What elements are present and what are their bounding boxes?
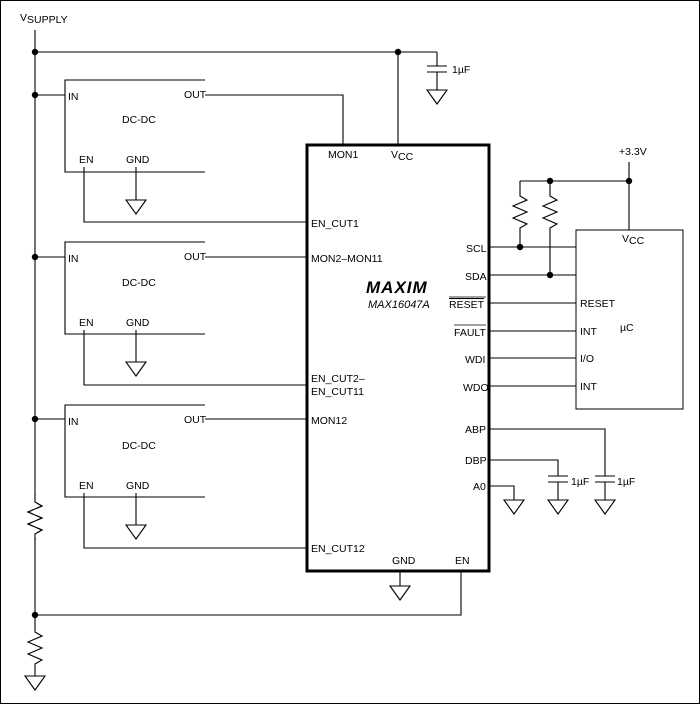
pin-scl: SCL <box>466 243 487 255</box>
wire-en-cut12 <box>83 493 307 549</box>
maxim-logo: MAXIM <box>366 278 428 297</box>
svg-text:IN: IN <box>68 253 79 265</box>
pin-mon12: MON12 <box>311 415 347 427</box>
svg-text:DC-DC: DC-DC <box>122 440 156 452</box>
vsupply-label: VSUPPLY <box>20 12 68 26</box>
pin-abp: ABP <box>465 424 486 436</box>
dcdc-converter-2: IN OUT DC-DC EN GND <box>64 241 207 335</box>
pin-wdo: WDO <box>463 382 489 394</box>
pin-fault: FAULT <box>454 327 486 339</box>
junction-dot <box>31 91 39 99</box>
junction-dot <box>394 48 402 56</box>
junction-dot <box>546 271 554 279</box>
pin-en: EN <box>455 555 470 567</box>
junction-dot <box>31 48 39 56</box>
svg-text:OUT: OUT <box>184 89 207 101</box>
capacitor-abp <box>595 475 615 500</box>
ground-icon <box>546 499 570 515</box>
ground-icon <box>124 361 148 377</box>
svg-text:IN: IN <box>68 91 79 103</box>
pin-mon2-mon11: MON2–MON11 <box>311 253 383 265</box>
resistor-icon <box>541 181 559 275</box>
ground-icon <box>23 675 47 691</box>
wire-en-cut2 <box>83 330 307 386</box>
junction-dot <box>516 243 524 251</box>
junction-dot <box>625 177 633 185</box>
svg-text:OUT: OUT <box>184 414 207 426</box>
microcontroller <box>575 229 684 410</box>
ground-icon <box>388 585 412 601</box>
svg-text:DC-DC: DC-DC <box>122 277 156 289</box>
dcdc-converter-1: IN OUT DC-DC EN GND <box>64 79 207 173</box>
svg-text:GND: GND <box>126 317 150 329</box>
svg-text:GND: GND <box>126 480 150 492</box>
wire-out-mon1 <box>205 94 344 145</box>
pin-en-cut11: EN_CUT11 <box>311 386 364 398</box>
svg-text:IN: IN <box>68 416 79 428</box>
uc-pin-io: I/O <box>580 353 594 365</box>
svg-text:GND: GND <box>126 154 150 166</box>
resistor-icon <box>511 181 529 247</box>
pin-a0: A0 <box>473 481 486 493</box>
pin-en-cut12: EN_CUT12 <box>311 543 365 555</box>
capacitor-dbp <box>548 475 568 500</box>
uc-pin-reset: RESET <box>580 298 616 310</box>
ic-part-number: MAX16047A <box>368 299 430 311</box>
svg-text:OUT: OUT <box>184 251 207 263</box>
cap-abp-label: 1µF <box>617 476 635 488</box>
cap-dbp-label: 1µF <box>571 476 589 488</box>
uc-pin-int: INT <box>580 381 598 393</box>
svg-text:EN: EN <box>79 480 94 492</box>
junction-dot <box>31 253 39 261</box>
ground-icon <box>124 524 148 540</box>
ic-max16047a <box>305 143 491 573</box>
pin-sda: SDA <box>465 271 487 283</box>
cap-main-label: 1µF <box>452 64 470 76</box>
pin-en-cut2: EN_CUT2– <box>311 373 365 385</box>
vcc-33-label: +3.3V <box>619 146 647 158</box>
uc-pin-vcc: VCC <box>622 233 645 247</box>
pin-reset: RESET <box>449 299 485 311</box>
ground-icon <box>502 499 526 515</box>
svg-text:EN: EN <box>79 154 94 166</box>
wire-a0 <box>489 485 515 500</box>
wire-en <box>35 570 462 616</box>
pin-mon1: MON1 <box>328 149 358 161</box>
ground-icon <box>593 499 617 515</box>
wire-dbp <box>489 459 559 476</box>
pin-dbp: DBP <box>465 455 487 467</box>
pin-vcc: VCC <box>391 149 414 163</box>
wire-abp <box>489 428 606 476</box>
dcdc-converter-3: IN OUT DC-DC EN GND <box>64 404 207 498</box>
svg-text:EN: EN <box>79 317 94 329</box>
uc-label: µC <box>620 322 634 334</box>
pin-wdi: WDI <box>465 354 485 366</box>
svg-text:DC-DC: DC-DC <box>122 114 156 126</box>
pin-en-cut1: EN_CUT1 <box>311 218 359 230</box>
ground-icon <box>425 89 449 105</box>
capacitor-main <box>427 52 447 90</box>
pin-gnd: GND <box>392 555 416 567</box>
ground-icon <box>124 199 148 215</box>
uc-pin-int: INT <box>580 326 598 338</box>
resistor-icon <box>26 625 44 676</box>
wire-en-cut1 <box>83 167 307 223</box>
junction-dot <box>31 415 39 423</box>
